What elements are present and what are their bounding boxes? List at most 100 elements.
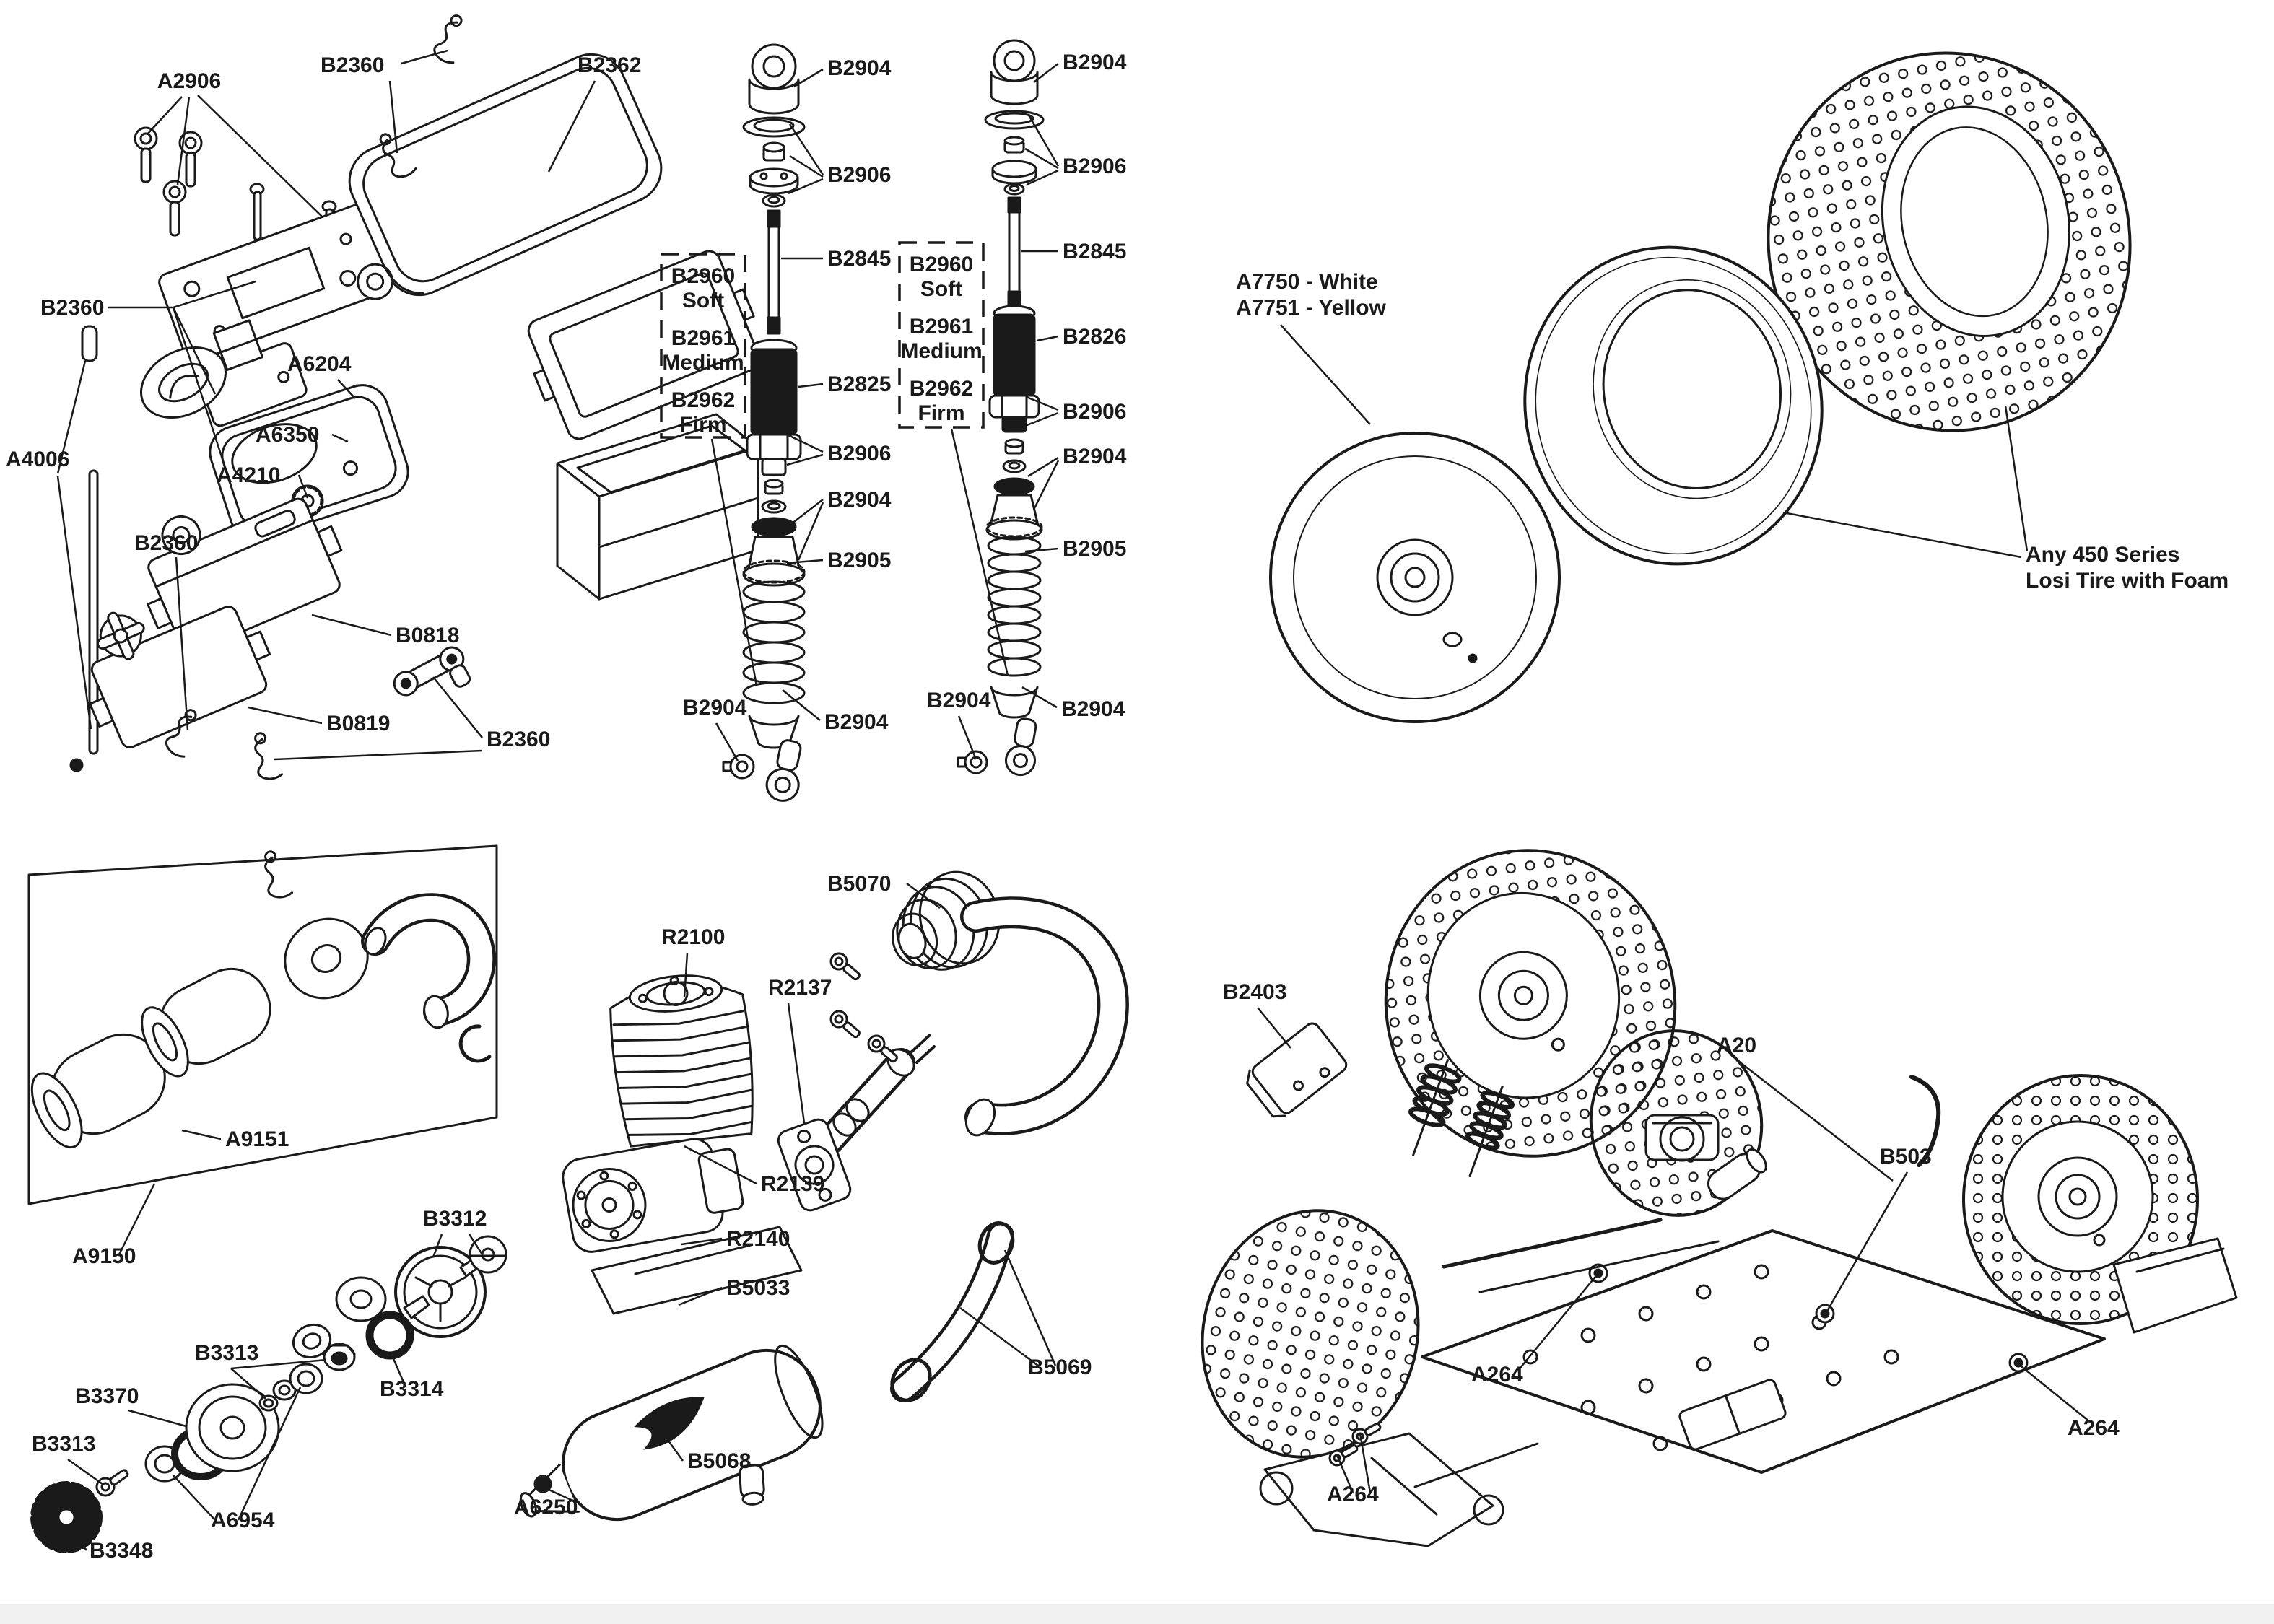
battery-box <box>556 413 759 601</box>
part-label: Any 450 Series <box>2026 543 2179 567</box>
part-label: A7751 - Yellow <box>1236 296 1387 320</box>
spring-option-boxes: B2960SoftB2961MediumB2962FirmB2960SoftB2… <box>660 241 1009 686</box>
antenna-cap <box>81 325 98 362</box>
o-ring <box>365 1311 414 1360</box>
part-label: B2904 <box>827 488 892 512</box>
rear-plate <box>2112 1237 2238 1334</box>
engine-crankcase <box>562 1138 744 1253</box>
body-mount-plate <box>1246 1022 1348 1118</box>
knobby-tire <box>1767 51 2132 432</box>
leader-line <box>906 882 941 909</box>
part-label: B2403 <box>1223 980 1286 1004</box>
shock-absorber-front <box>722 43 806 802</box>
leader-line <box>1027 113 1060 167</box>
body-clip <box>254 732 284 780</box>
leader-line <box>789 154 824 178</box>
receiver-case <box>209 384 409 540</box>
part-label: B2360 <box>321 53 384 77</box>
leader-line <box>678 1286 723 1306</box>
part-label: R2140 <box>726 1227 790 1251</box>
part-label: B2904 <box>1063 51 1127 74</box>
spring-option-text: Medium <box>900 339 982 363</box>
leader-line <box>1026 396 1059 411</box>
part-label: A4006 <box>6 448 69 471</box>
filter-cap <box>284 917 369 1000</box>
leader-line <box>798 383 824 388</box>
part-label: A6954 <box>211 1509 275 1532</box>
servo <box>89 606 271 748</box>
bearing <box>289 1363 323 1394</box>
countersunk-screw <box>2008 1353 2029 1373</box>
pinion-gear <box>30 1481 103 1553</box>
leader-line <box>274 749 483 761</box>
part-label: R2137 <box>768 976 832 1000</box>
spring-option-text: B2960 <box>910 253 973 276</box>
part-label: B3313 <box>32 1432 95 1456</box>
part-label: A4210 <box>217 463 280 487</box>
carburetor <box>777 1034 936 1212</box>
leader-line <box>655 1424 684 1462</box>
leader-line <box>388 80 398 154</box>
leader-line <box>337 379 356 399</box>
tire <box>1201 1209 1420 1459</box>
body-clip <box>379 133 417 178</box>
leader-line <box>715 722 739 761</box>
washer <box>272 1379 297 1401</box>
engine-exhaust-group <box>27 844 1129 1553</box>
leader-line <box>56 476 92 730</box>
part-label: Losi Tire with Foam <box>2026 569 2229 593</box>
part-label: B0819 <box>326 712 390 735</box>
clutch-bell <box>171 1383 280 1480</box>
spring-option-text: Medium <box>662 351 744 375</box>
wheel-tire-group <box>1269 51 2132 723</box>
part-label: A6350 <box>256 423 319 447</box>
spring-option-box <box>898 241 985 429</box>
spring-option-text: Firm <box>918 401 964 425</box>
part-label: B2905 <box>1063 537 1126 561</box>
antenna-tube <box>88 469 99 755</box>
leader-line <box>1024 147 1059 170</box>
leader-line <box>1036 335 1059 342</box>
leader-line <box>790 499 824 525</box>
part-label: B2845 <box>1063 240 1126 263</box>
part-label: B3314 <box>380 1377 444 1401</box>
leader-line <box>2004 405 2029 552</box>
part-label: R2100 <box>661 925 725 949</box>
leader-line <box>391 1356 407 1388</box>
leader-line <box>1033 63 1059 83</box>
screw-cluster <box>134 126 203 237</box>
drivetrain-parts <box>30 1343 356 1553</box>
clutch-nut <box>323 1343 356 1371</box>
part-label: B2826 <box>1063 325 1126 349</box>
leader-line <box>1003 1249 1057 1366</box>
part-label: B503 <box>1880 1145 1932 1169</box>
leader-line <box>950 428 1009 676</box>
filter-foam <box>30 1033 166 1149</box>
part-label: B2904 <box>1063 445 1127 468</box>
part-label: B2904 <box>824 710 889 734</box>
part-label: A9150 <box>72 1244 136 1268</box>
leader-line <box>147 96 183 135</box>
part-label: B2904 <box>927 689 991 712</box>
chassis-plate <box>1421 1229 2106 1474</box>
leader-line <box>128 1409 187 1428</box>
leader-line <box>181 1129 222 1140</box>
part-label: B5070 <box>827 872 891 896</box>
leader-line <box>1257 1007 1291 1049</box>
part-label: B5069 <box>1028 1355 1092 1379</box>
leader-line <box>56 360 87 474</box>
radio-gear-group <box>69 14 761 780</box>
leader-line <box>1738 1060 1894 1182</box>
leader-line <box>788 178 824 195</box>
spring-option-text: Soft <box>920 277 962 301</box>
leader-line <box>782 689 821 721</box>
page-edge <box>0 1604 2274 1624</box>
part-label: B2904 <box>683 696 747 720</box>
leader-line <box>1517 1272 1599 1372</box>
leader-line <box>1021 686 1058 709</box>
leader-line <box>2018 1363 2094 1426</box>
wheel-dish <box>1269 432 1561 723</box>
part-label: B5033 <box>726 1276 790 1300</box>
leader-line <box>1026 169 1059 186</box>
